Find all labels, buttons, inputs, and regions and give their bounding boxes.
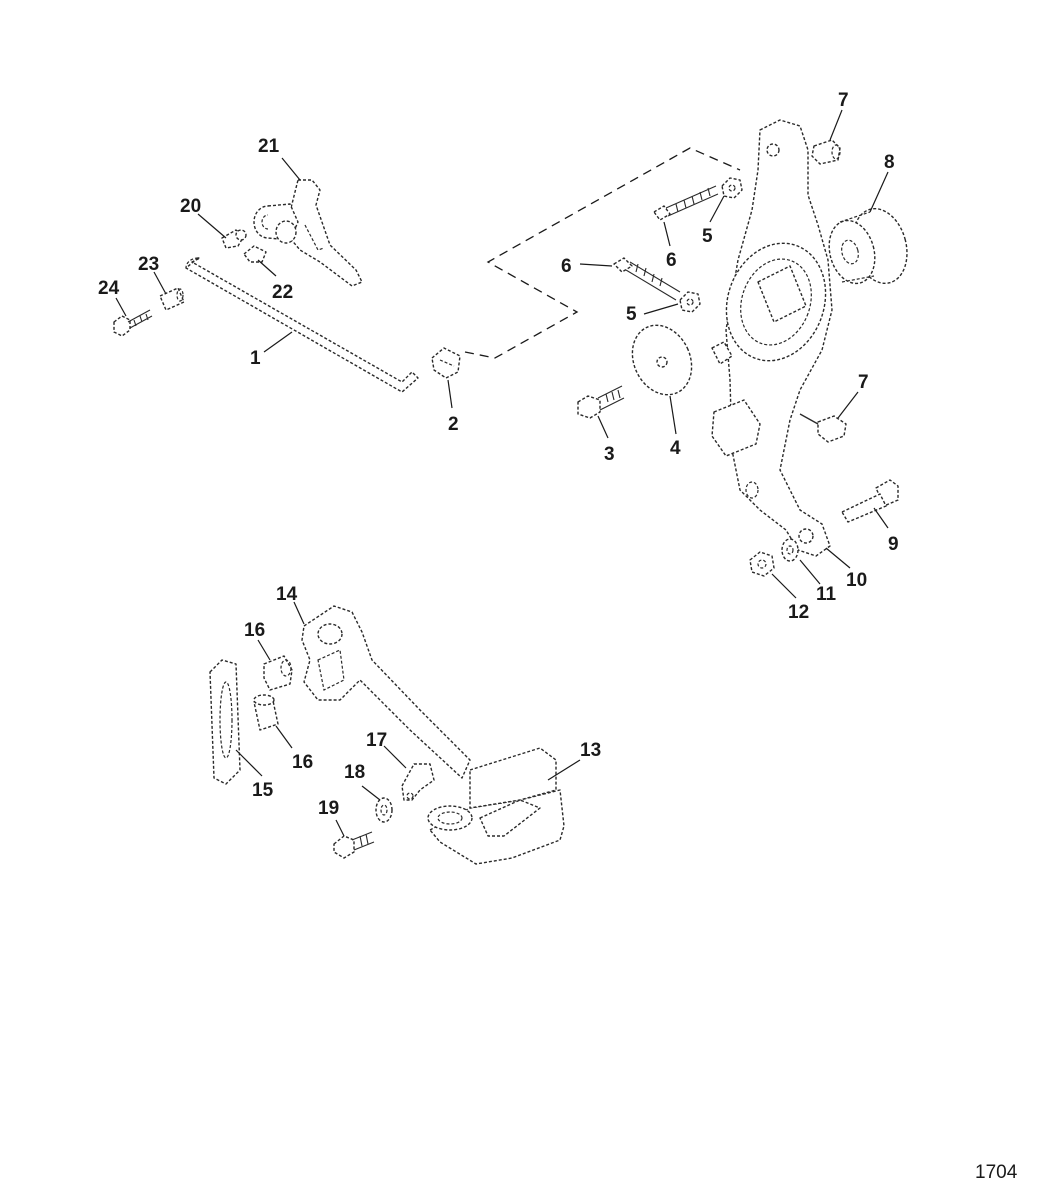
part-6-screw-lower [613, 257, 681, 301]
callout-8: 8 [884, 152, 895, 173]
part-16-bushing-upper [263, 655, 293, 691]
part-7-cap-upper [811, 139, 841, 165]
part-8-pulley [828, 207, 908, 285]
callout-3: 3 [604, 444, 615, 465]
callout-17: 17 [366, 730, 387, 751]
callout-20: 20 [180, 196, 201, 217]
callout-4: 4 [670, 438, 681, 459]
part-15-plate [209, 659, 241, 785]
callout-14: 14 [276, 584, 298, 605]
part-18-washer [375, 797, 393, 823]
callout-7-upper: 7 [838, 90, 849, 111]
callout-6-lower: 6 [561, 256, 572, 277]
callout-21: 21 [258, 136, 280, 157]
part-11-washer [781, 538, 799, 562]
part-21-bracket [253, 179, 363, 287]
part-9-bolt [841, 479, 899, 523]
callout-11: 11 [816, 584, 837, 605]
callout-12: 12 [788, 602, 809, 623]
callout-24: 24 [98, 278, 120, 299]
callout-15: 15 [252, 780, 274, 801]
callout-2: 2 [448, 414, 459, 435]
callout-16-upper: 16 [244, 620, 265, 641]
part-2-rod-clip [431, 347, 461, 379]
figure-number: 1704 [975, 1162, 1018, 1183]
part-20-ball-stud [221, 229, 247, 249]
part-4-disc [631, 324, 693, 396]
part-17-clamp [401, 763, 435, 801]
callout-18: 18 [344, 762, 365, 783]
callout-23: 23 [138, 254, 159, 275]
part-10-throttle-arm [711, 119, 833, 557]
part-14-lever [301, 605, 471, 779]
callout-5-upper: 5 [702, 226, 713, 247]
part-16-bushing-lower [253, 694, 279, 731]
part-24-bolt [113, 309, 153, 337]
part-1-link-rod [185, 257, 419, 393]
callout-labels: 1 2 3 4 5 5 6 6 7 7 8 9 10 11 12 13 14 1… [98, 90, 899, 819]
callout-16-lower: 16 [292, 752, 313, 773]
callout-13: 13 [580, 740, 601, 761]
phantom-connection-line [464, 147, 741, 359]
callout-22: 22 [272, 282, 293, 303]
part-5-nut-upper [721, 177, 743, 199]
callout-6-upper: 6 [666, 250, 677, 271]
part-13-base-bracket [427, 747, 565, 865]
part-23-spacer [159, 287, 185, 311]
callout-10: 10 [846, 570, 867, 591]
part-12-nut [749, 551, 775, 577]
callout-7-lower: 7 [858, 372, 869, 393]
part-19-bolt [333, 831, 375, 859]
part-5-nut-lower [679, 291, 701, 313]
part-22-screw [243, 245, 267, 263]
callout-5-lower: 5 [626, 304, 637, 325]
callout-1: 1 [250, 348, 261, 369]
callout-19: 19 [318, 798, 339, 819]
leader-lines [115, 109, 889, 837]
callout-9: 9 [888, 534, 899, 555]
part-7-cap-lower [799, 413, 847, 443]
part-6-screw-upper [653, 185, 719, 221]
part-3-bolt [577, 385, 625, 419]
